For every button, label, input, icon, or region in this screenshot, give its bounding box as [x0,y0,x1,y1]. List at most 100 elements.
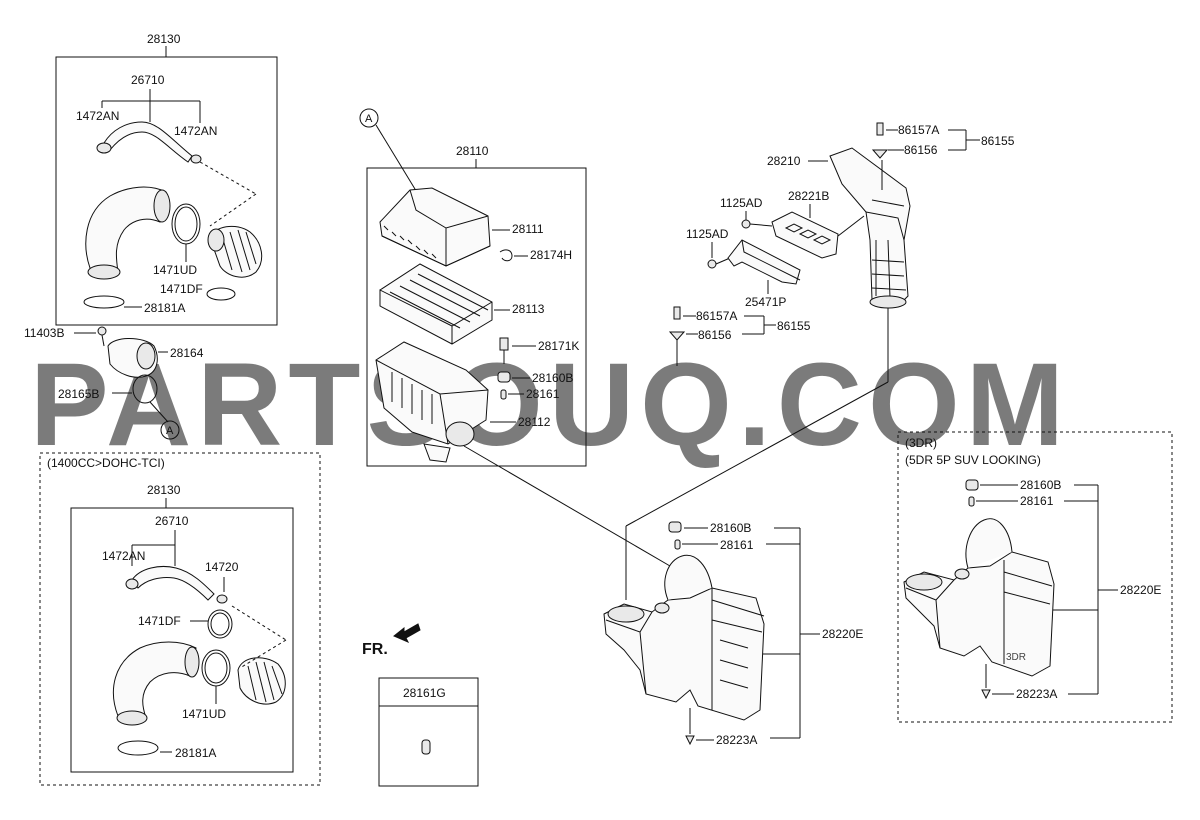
label-1471DF-top: 1471DF [160,282,203,296]
label-26710-top: 26710 [131,73,165,87]
callout-a-bottom [160,420,180,440]
grommet-28160B-cleaner [497,371,511,383]
label-28220E-variant: 28220E [1120,583,1161,597]
bracket-28221B [771,211,839,259]
label-1471DF-bottom: 1471DF [138,614,181,628]
resonator-variant-group: (3DR) (5DR 5P SUV LOOKING) 28160B 28161 … [897,431,1173,723]
clamp-1471UD-bottom [201,649,231,687]
label-28160B-variant: 28160B [1020,478,1061,492]
pin-28161-variant [968,496,975,507]
hose-end-bottom [116,710,148,726]
fr-label: FR. [362,641,388,658]
label-28181A-top: 28181A [144,301,185,315]
label-28223A-main: 28223A [716,733,757,747]
label-28221B: 28221B [788,189,829,203]
label-1472AN-right-top: 1472AN [174,124,217,138]
drain-28223A [685,735,695,746]
label-86156-top: 86156 [904,143,938,157]
label-28210: 28210 [767,154,801,168]
label-86157A-top: 86157A [898,123,939,137]
gasket-28165B [132,374,158,404]
screw-28171K [499,337,509,351]
resonator-28220E [603,587,765,721]
callout-a-bottom-label: A [166,425,174,437]
inset-box [378,677,479,787]
pin-28161-cleaner [500,389,507,400]
air-cleaner-group: A 28110 28111 28174H 28113 28112 28171K [359,108,671,567]
label-86157A-mid: 86157A [696,309,737,323]
group-28130-variant: (1400CC>DOHC-TCI) 28130 26710 1472AN 147… [39,452,321,786]
bolt-11403B [97,326,107,336]
corrugated-elbow-bottom [237,657,286,705]
label-28174H: 28174H [530,248,572,262]
clamp-1472AN-bottom [125,578,139,590]
hose-end-top-upper [153,189,171,223]
label-14720-bottom: 14720 [205,560,239,574]
label-11403B: 11403B [24,326,64,340]
watermark: PARTSOUQ.COM [30,339,1070,471]
label-28164: 28164 [170,346,204,360]
label-28223A-variant: 28223A [1016,687,1057,701]
label-86156-mid: 86156 [698,328,732,342]
sensor-group: 11403B 28164 28165B A [24,326,204,440]
label-25471P: 25471P [745,295,786,309]
intake-hose-top [85,186,167,273]
label-1472AN-bottom: 1472AN [102,549,145,563]
group-28130-bottom-box [70,507,294,773]
resonator-variant-body [903,551,1055,677]
breather-hose-top [103,121,193,163]
bolt-1125AD-1 [741,219,751,229]
label-1125AD-1: 1125AD [720,196,763,210]
clamp-1471UD-top [171,203,201,245]
label-28220E-main: 28220E [822,627,863,641]
air-cleaner-box [366,167,587,467]
grommet-28160B-variant [965,479,979,491]
label-28165B: 28165B [58,387,99,401]
clamp-1472AN-left-top [96,142,112,154]
label-1472AN-left-top: 1472AN [76,109,119,123]
clamp-28181A-top [83,295,125,309]
label-26710-bottom: 26710 [155,514,189,528]
group-28130-bottom-title: 28130 [147,483,181,497]
label-28161-variant: 28161 [1020,494,1054,508]
intake-hose-bottom [112,641,197,719]
label-28160B-cleaner: 28160B [532,371,573,385]
variant-dashed-box [39,452,321,786]
label-1125AD-2: 1125AD [686,227,729,241]
body-foot [423,443,451,463]
label-28113: 28113 [512,302,545,316]
cover-28111 [379,187,491,267]
label-1471UD-top: 1471UD [153,263,197,277]
group-28130-top-title: 28130 [147,32,181,46]
callout-a-top-label: A [365,113,373,125]
fastener-86156-top [871,149,889,159]
label-86155-mid: 86155 [777,319,811,333]
variant-label-3dr: (3DR) [905,436,937,450]
fr-arrow-icon [393,623,421,643]
pin-28161-resonator [674,539,681,550]
label-1471UD-bottom: 1471UD [182,707,226,721]
clamp-1472AN-right-top [190,154,202,164]
inset-28161G: 28161G [378,677,479,787]
grommet-28160B-resonator [668,521,682,533]
drain-28223A-variant [981,689,991,700]
label-28161-cleaner: 28161 [526,387,560,401]
label-28112: 28112 [518,415,551,429]
svg-text:3DR: 3DR [1006,652,1026,663]
hose-end-top [87,264,121,280]
group-28130-top: 28130 26710 1472AN 1472AN 1471UD 1471DF [55,32,278,326]
label-28111: 28111 [512,222,544,236]
clamp-14720-bottom [216,594,228,604]
label-28161-resonator: 28161 [720,538,754,552]
duct-outlet [869,295,907,309]
resonator-main-group: 28160B 28161 28220E 28223A [603,521,863,747]
body-28112 [375,341,489,445]
duct-group: 86157A 86156 86155 28210 28221B 1125AD 1… [625,122,1015,600]
label-86155-top: 86155 [981,134,1015,148]
label-28110: 28110 [456,144,489,158]
label-28171K: 28171K [538,339,579,353]
fr-indicator: FR. [362,623,421,658]
fastener-86157A-top [876,122,884,136]
callout-a-top [359,108,379,128]
